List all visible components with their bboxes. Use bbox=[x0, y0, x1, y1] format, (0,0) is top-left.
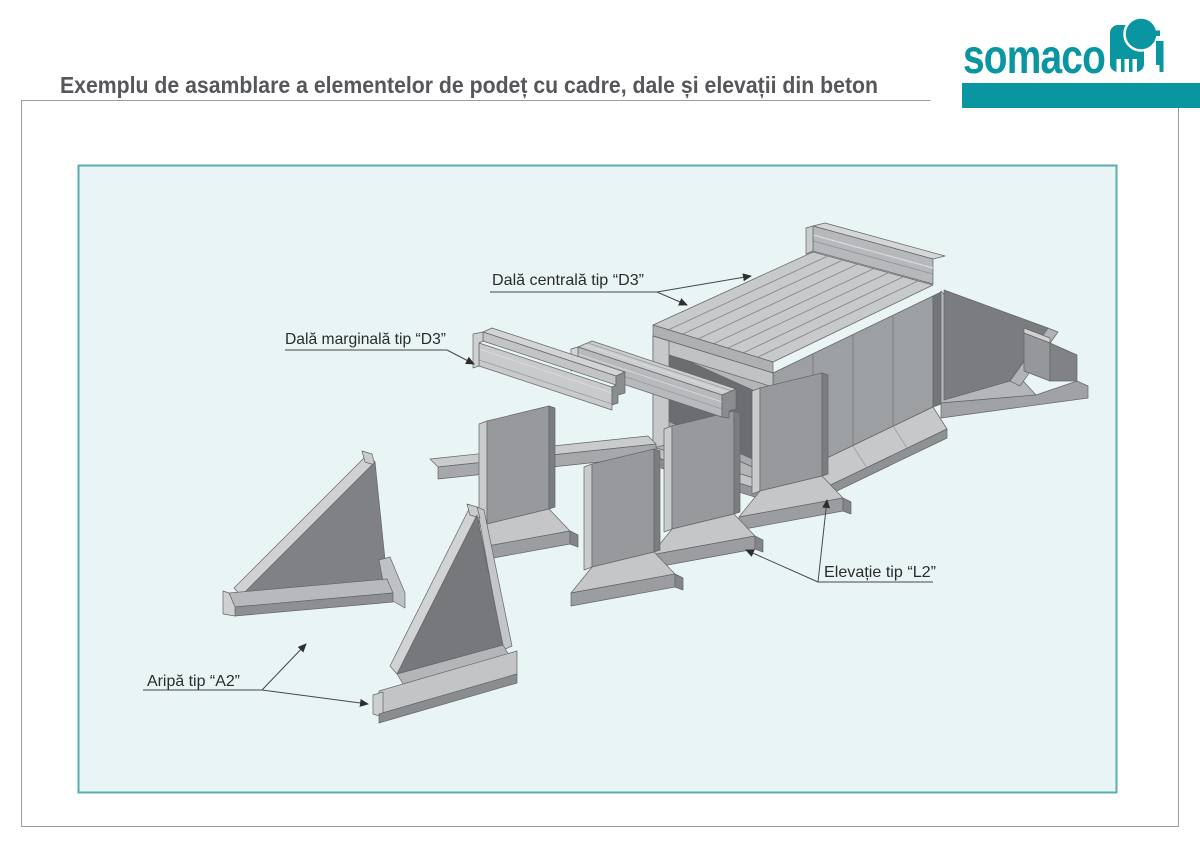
logo-text: somaco bbox=[963, 31, 1105, 84]
somaco-logo: somaco bbox=[963, 16, 1164, 84]
left-wing-wall-front bbox=[372, 503, 518, 724]
label-wing: Aripă tip “A2” bbox=[147, 673, 240, 690]
label-central-slab: Dală centrală tip “D3” bbox=[492, 272, 644, 289]
label-marginal-slab: Dală marginală tip “D3” bbox=[285, 331, 446, 348]
floating-central-slab bbox=[570, 340, 737, 419]
attached-wing-wall bbox=[940, 289, 1089, 419]
brand-bar bbox=[962, 83, 1200, 108]
floating-marginal-slab bbox=[472, 327, 626, 411]
outer-frame-border bbox=[21, 100, 1179, 827]
deck-slabs bbox=[652, 251, 934, 374]
left-wing-wall-rear bbox=[222, 450, 406, 617]
page-title: Exemplu de asamblare a elementelor de po… bbox=[60, 72, 878, 99]
label-elevation: Elevație tip “L2” bbox=[824, 564, 936, 581]
leader-lines bbox=[143, 273, 933, 707]
elephant-icon bbox=[1110, 16, 1164, 72]
parapet bbox=[805, 222, 946, 285]
